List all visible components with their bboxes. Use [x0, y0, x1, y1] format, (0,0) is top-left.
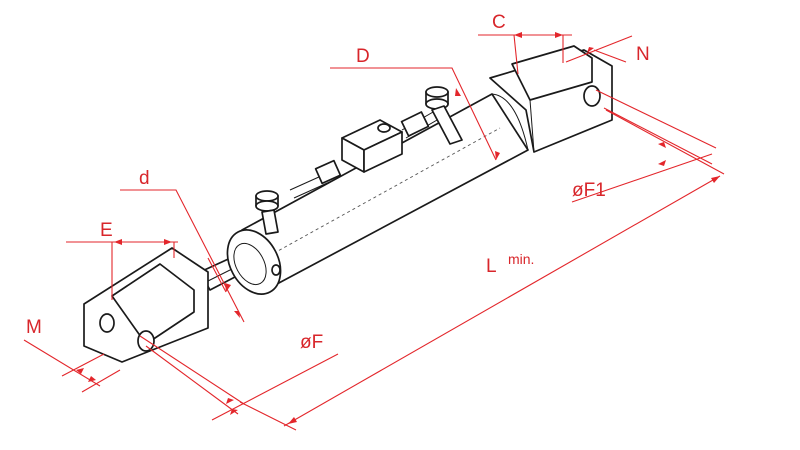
label-c: C	[492, 12, 506, 33]
rear-pin-hole	[583, 85, 601, 107]
label-d-upper: D	[356, 46, 370, 67]
label-l-suffix: min.	[508, 251, 534, 267]
dimension-lines	[23, 32, 725, 431]
valve-plug	[377, 123, 391, 133]
dimension-l	[239, 109, 725, 431]
cylinder-drawing	[83, 45, 613, 363]
line-coupling	[314, 159, 342, 185]
front-end-cap	[226, 229, 282, 295]
label-n: N	[636, 44, 650, 65]
dimension-n	[565, 35, 633, 63]
dimension-d-lower	[120, 189, 245, 323]
hydraulic-line	[289, 107, 445, 199]
label-f1: øF1	[572, 180, 606, 201]
label-e: E	[100, 220, 113, 241]
dimension-m	[23, 339, 121, 393]
valve-block	[341, 119, 403, 173]
front-pin-hole-left	[99, 313, 115, 333]
label-f: øF	[300, 332, 323, 353]
label-l: L	[486, 256, 497, 277]
dimension-c	[478, 32, 572, 75]
dimension-f1	[571, 89, 717, 203]
label-m: M	[26, 317, 42, 338]
dimension-labels: C N D øF1 d E L min. M øF	[26, 12, 650, 353]
line-nut	[400, 111, 430, 137]
front-port-fitting	[255, 190, 279, 235]
front-clevis	[83, 247, 209, 363]
dimension-e	[66, 239, 178, 300]
cap-screw	[271, 264, 281, 276]
dimension-d-upper	[330, 67, 500, 161]
rear-port-fitting	[425, 86, 463, 145]
label-d-lower: d	[139, 168, 150, 189]
dimension-f	[139, 335, 339, 421]
front-pin-hole-right	[137, 330, 155, 352]
